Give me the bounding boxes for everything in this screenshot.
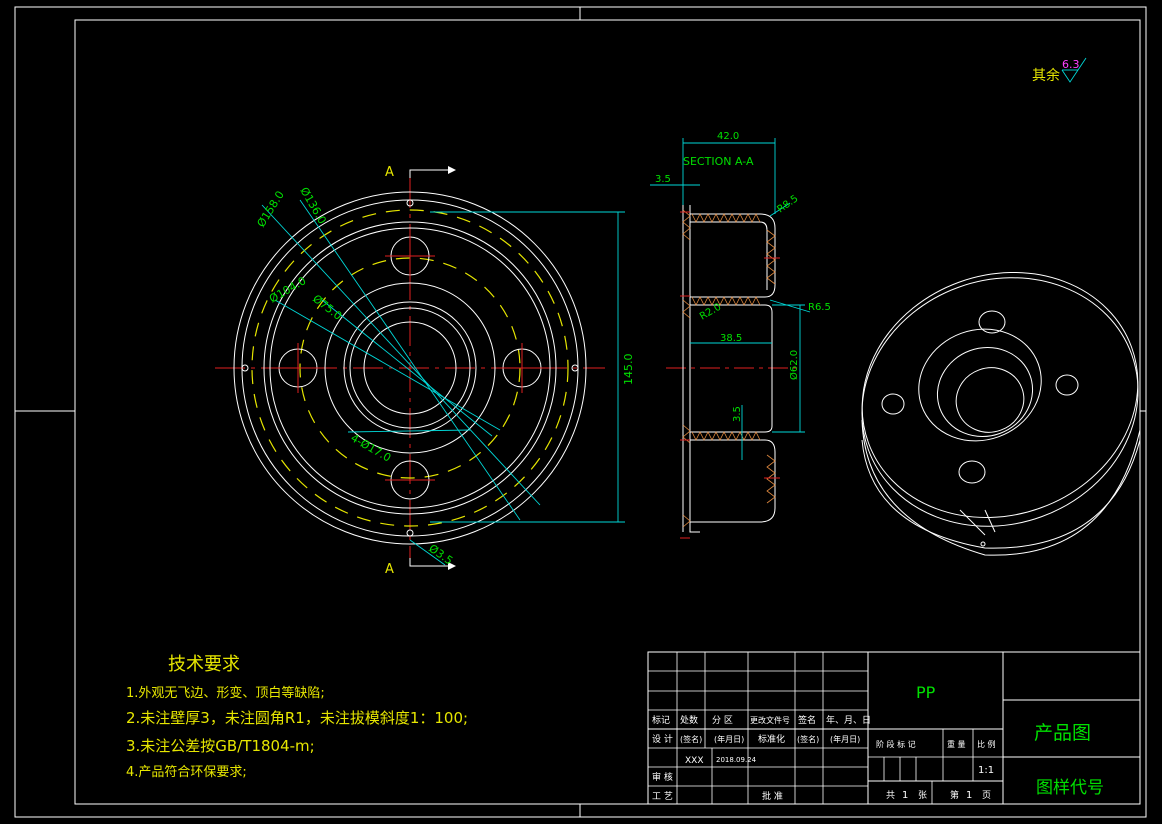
hdr-date: 年、月、日 — [826, 714, 871, 726]
design-sign: (签名) — [680, 734, 702, 744]
review-label: 审 核 — [652, 771, 673, 783]
designer-name: XXX — [685, 756, 704, 766]
dim-d136: Ø136.0 — [297, 185, 328, 226]
dim-d75: Ø75.0 — [310, 292, 344, 323]
weight-header: 重 量 — [947, 739, 966, 749]
dim-t35b: 3.5 — [732, 406, 743, 422]
tech-item-2: 2.未注壁厚3，未注圆角R1，未注拔模斜度1：100; — [126, 709, 468, 727]
dim-r65: R6.5 — [808, 302, 831, 313]
section-mark-top: A — [385, 165, 394, 180]
dim-w42: 42.0 — [717, 131, 739, 142]
front-view: A A Ø158.0 Ø136.0 Ø104.0 Ø75.0 4-Ø17.0 Ø… — [215, 165, 635, 577]
hdr-zone: 分 区 — [712, 715, 733, 726]
scale-header: 比 例 — [977, 739, 996, 749]
sheet-no-label: 第 — [950, 789, 959, 801]
stage-header: 阶 段 标 记 — [876, 739, 916, 749]
sheet-total-label: 共 — [886, 790, 895, 801]
tech-item-4: 4.产品符合环保要求; — [126, 764, 247, 780]
approve-label: 批 准 — [762, 790, 783, 802]
dim-h145: 145.0 — [622, 354, 635, 386]
drawing-code: 图样代号 — [1036, 778, 1104, 798]
title-block: PP 产品图 图样代号 标记 处数 分 区 更改文件号 签名 年、月、日 设 计… — [647, 651, 1141, 805]
tech-item-1: 1.外观无飞边、形变、顶白等缺陷; — [126, 685, 325, 701]
hdr-count: 处数 — [680, 714, 698, 726]
roughness-value: 6.3 — [1062, 58, 1080, 71]
sheet-no: 1 — [966, 790, 972, 801]
hdr-mark: 标记 — [652, 714, 670, 726]
dim-d62: Ø62.0 — [788, 350, 800, 380]
material-label: PP — [916, 683, 936, 702]
std-date-ph: (年月日) — [830, 734, 860, 744]
hdr-change-doc: 更改文件号 — [750, 715, 790, 725]
process-label: 工 艺 — [652, 791, 673, 802]
tech-heading: 技术要求 — [168, 654, 240, 675]
section-title: SECTION A-A — [683, 155, 754, 168]
drawing-name: 产品图 — [1034, 722, 1091, 744]
dim-t35a: 3.5 — [655, 174, 671, 185]
std-sign: (签名) — [797, 734, 819, 744]
design-date: 2018.09.24 — [716, 756, 757, 764]
drawing-frame — [14, 6, 1147, 818]
section-mark-bottom: A — [385, 562, 394, 577]
scale-value: 1:1 — [978, 765, 994, 776]
design-date-ph: (年月日) — [714, 734, 744, 744]
isometric-view — [861, 271, 1141, 556]
section-view: SECTION A-A 42.0 3.5 R8.5 R6.5 R2.0 38.5 — [650, 131, 831, 539]
roughness-label: 其余 — [1032, 67, 1060, 84]
sheet-total: 1 — [902, 790, 908, 801]
roughness-symbol: 其余 6.3 — [1032, 57, 1087, 84]
hdr-sign: 签名 — [798, 714, 816, 726]
dim-w385: 38.5 — [720, 333, 742, 344]
sheet-page: 页 — [982, 790, 991, 801]
sheet-unit: 张 — [918, 790, 927, 801]
tech-item-3: 3.未注公差按GB/T1804-m; — [126, 737, 315, 755]
standardize-label: 标准化 — [758, 733, 785, 745]
tech-requirements: 技术要求 1.外观无飞边、形变、顶白等缺陷; 2.未注壁厚3，未注圆角R1，未注… — [126, 654, 468, 780]
design-label: 设 计 — [652, 733, 673, 745]
dim-r85: R8.5 — [775, 193, 800, 215]
dim-holes: 4-Ø17.0 — [349, 431, 394, 464]
dim-d158: Ø158.0 — [255, 189, 287, 230]
